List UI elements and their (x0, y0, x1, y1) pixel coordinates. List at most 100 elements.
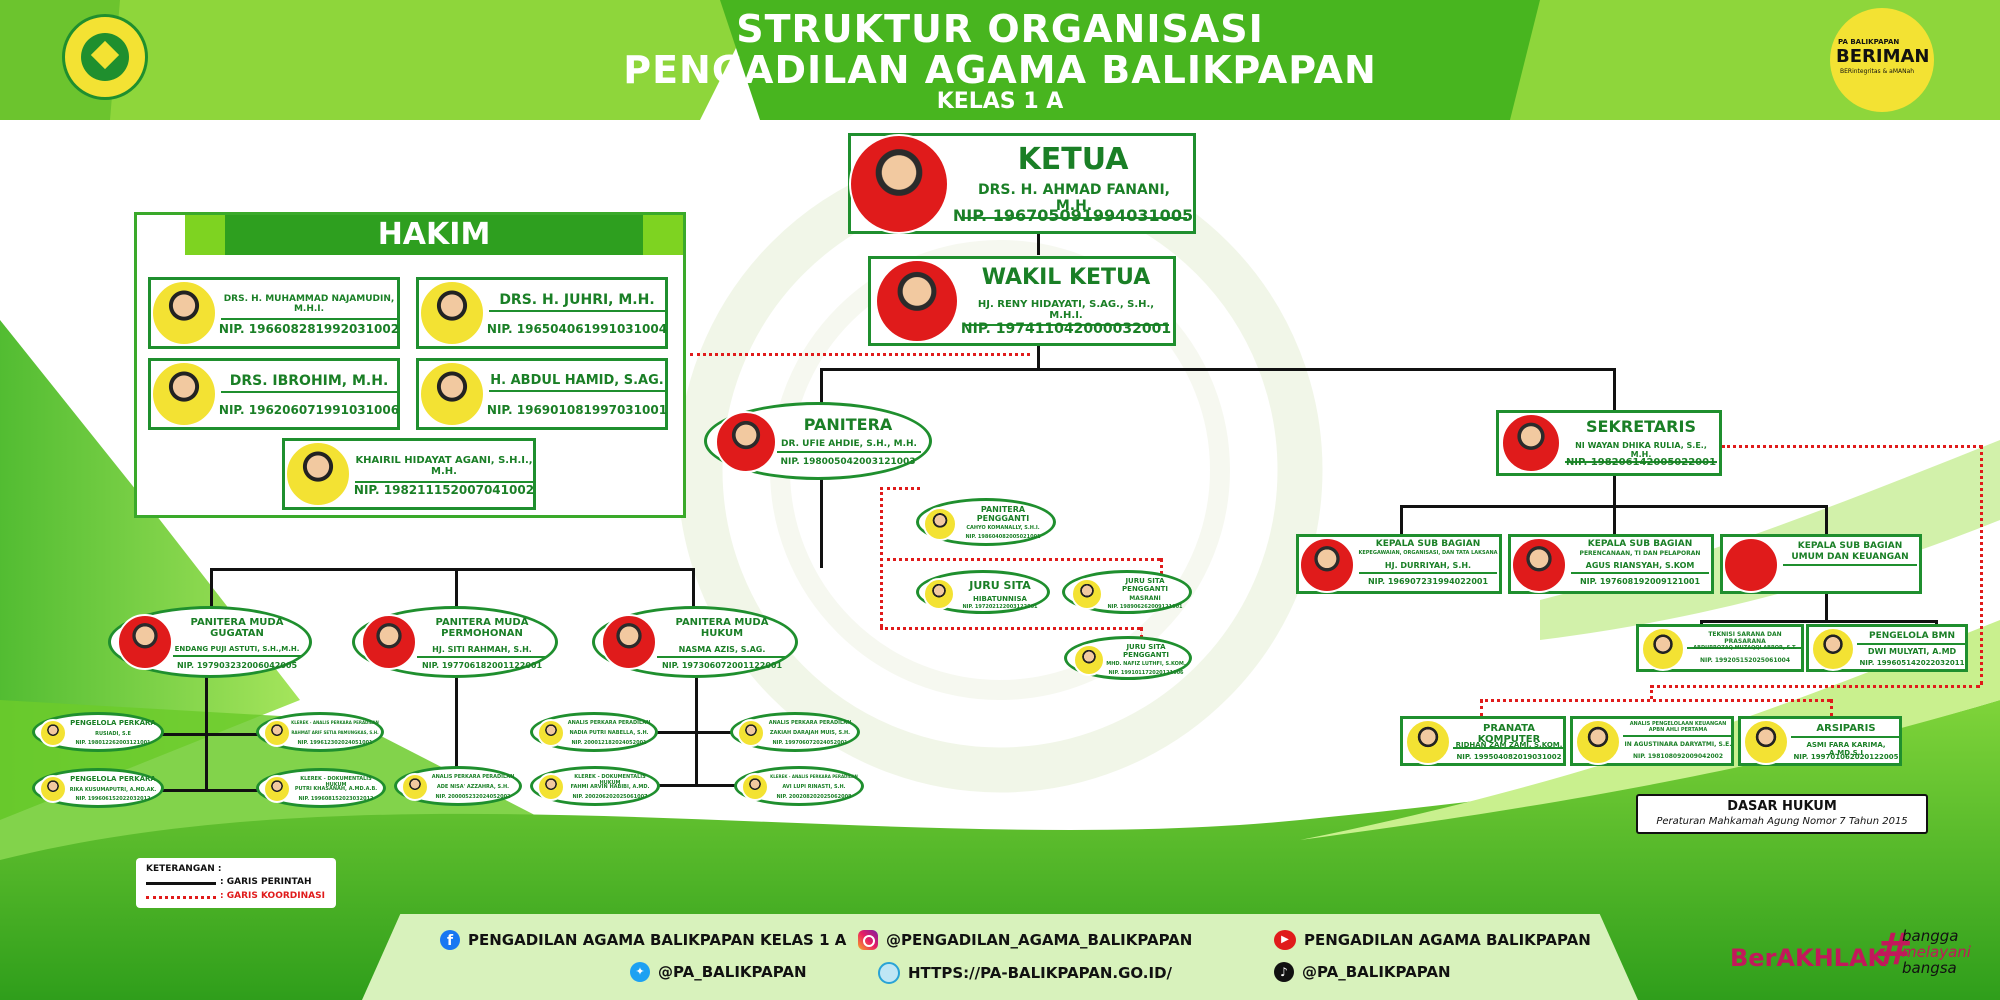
pranata-komputer-nip: NIP. 199504082019031002 (1456, 753, 1562, 761)
staff-gugatan-2-role: KLEREK - ANALIS PERKARA PERADILAN (291, 720, 379, 725)
ketua-name: DRS. H. AHMAD FANANI, M.H. (961, 182, 1187, 219)
juru-sita-role: JURU SITA (969, 579, 1031, 592)
ketua-role: KETUA (1017, 142, 1129, 177)
footer-twitter[interactable]: ✦ @PA_BALIKPAPAN (630, 962, 807, 982)
staff-permohonan-1-card: ANALIS PERKARA PERADILAN ADE NISA' AZZAH… (394, 766, 522, 806)
kasubag-kepegawaian-name: HJ. DURRIYAH, S.H. (1359, 561, 1497, 574)
twitter-label: @PA_BALIKPAPAN (658, 963, 807, 981)
staff-gugatan-4-role: KLEREK - DOKUMENTALIS HUKUM (300, 776, 372, 788)
hakim-2-name: DRS. H. JUHRI, M.H. (489, 292, 665, 312)
sekretaris-name: NI WAYAN DHIKA RULIA, S.E., M.H. (1565, 441, 1717, 463)
facebook-icon: f (440, 930, 460, 950)
hakim-card-1: DRS. H. MUHAMMAD NAJAMUDIN, M.H.I. NIP. … (148, 277, 400, 349)
footer-website[interactable]: HTTPS://PA-BALIKPAPAN.GO.ID/ (878, 962, 1172, 984)
panmud-gugatan-photo (117, 614, 173, 670)
panitera-pengganti-nip: NIP. 198604082005021001 (965, 534, 1041, 540)
arsiparis-name: ASMI FARA KARIMA, A.MD.S.I (1806, 741, 1886, 757)
berakhlak-tagline: bangga melayani bangsa (1902, 928, 1971, 976)
title-line-2: PENGADILAN AGAMA BALIKPAPAN (623, 48, 1377, 92)
wakil-ketua-nip: NIP. 197411042000032001 (960, 321, 1172, 337)
staff-hukum-2-name: ZAKIAH DARAJAH MUIS, S.H. (769, 730, 851, 736)
tiktok-icon: ♪ (1274, 962, 1294, 982)
sekretaris-card: SEKRETARIS NI WAYAN DHIKA RULIA, S.E., M… (1496, 410, 1722, 476)
hakim-4-photo (419, 361, 485, 427)
hakim-card-4: H. ABDUL HAMID, S.AG. NIP. 1969010819970… (416, 358, 668, 430)
analis-keuangan-card: ANALIS PENGELOLAAN KEUANGAN APBN AHLI PE… (1570, 716, 1734, 766)
analis-keuangan-nip: NIP. 198108092009042002 (1632, 753, 1724, 760)
juru-sita-nip: NIP. 197202122003122001 (962, 604, 1038, 610)
juru-sita-pengganti-1-name: MASRANI (1129, 595, 1161, 602)
staff-permohonan-1-role: ANALIS PERKARA PERADILAN (431, 774, 515, 780)
hakim-3-photo (151, 361, 217, 427)
staff-hukum-2-photo (737, 719, 765, 747)
staff-hukum-4-name: AVI LUPI RINASTI, S.H. (782, 784, 846, 790)
kasubag-kepegawaian-photo (1299, 537, 1355, 593)
hakim-1-nip: NIP. 196608281992031002 (218, 322, 400, 336)
instagram-icon (858, 930, 878, 950)
footer-facebook[interactable]: f PENGADILAN AGAMA BALIKPAPAN KELAS 1 A (440, 930, 846, 950)
staff-gugatan-4-nip: NIP. 199608152023032012 (298, 796, 374, 802)
panmud-hukum-photo (601, 614, 657, 670)
panmud-permohonan-name: HJ. SITI RAHMAH, S.H. (417, 645, 547, 658)
staff-hukum-2-role: ANALIS PERKARA PERADILAN (768, 720, 852, 726)
sekretaris-role: SEKRETARIS (1586, 417, 1696, 436)
staff-hukum-4-nip: NIP. 200208202025062008 (776, 794, 852, 800)
panitera-pengganti-photo (923, 507, 957, 541)
wakil-ketua-card: WAKIL KETUA HJ. RENY HIDAYATI, S.AG., S.… (868, 256, 1176, 346)
tagline-2: melayani (1902, 943, 1971, 961)
dasar-hukum-text: Peraturan Mahkamah Agung Nomor 7 Tahun 2… (1656, 816, 1908, 827)
panitera-pengganti-name: CAHYO KOMANALLY, S.H.I. (966, 525, 1040, 531)
analis-keuangan-role: ANALIS PENGELOLAAN KEUANGAN APBN AHLI PE… (1623, 721, 1733, 737)
panitera-photo (715, 411, 777, 473)
panitera-role: PANITERA (803, 415, 893, 434)
legend-solid-label: : GARIS PERINTAH (220, 877, 312, 887)
footer-youtube[interactable]: ▶ PENGADILAN AGAMA BALIKPAPAN (1274, 930, 1591, 950)
court-emblem-icon (62, 14, 148, 100)
panmud-hukum-name: NASMA AZIS, S.AG. (657, 645, 787, 658)
tiktok-label: @PA_BALIKPAPAN (1302, 963, 1451, 981)
tagline-1: bangga (1902, 927, 1959, 945)
kasubag-perencanaan-card: KEPALA SUB BAGIAN PERENCANAAN, TI DAN PE… (1508, 534, 1714, 594)
juru-sita-pengganti-1-photo (1071, 578, 1103, 610)
legend-box: KETERANGAN : : GARIS PERINTAH : GARIS KO… (136, 858, 336, 908)
staff-hukum-3-photo (537, 773, 565, 801)
juru-sita-name: HIBATUNNISA (973, 595, 1027, 603)
panmud-permohonan-card: PANITERA MUDA PERMOHONAN HJ. SITI RAHMAH… (352, 606, 558, 678)
panitera-pengganti-role: PANITERA PENGGANTI (976, 505, 1030, 523)
pengelola-bmn-role: PENGELOLA BMN (1857, 631, 1967, 645)
website-label: HTTPS://PA-BALIKPAPAN.GO.ID/ (908, 964, 1173, 982)
staff-hukum-1-photo (537, 719, 565, 747)
dasar-hukum-title: DASAR HUKUM (1727, 799, 1837, 814)
hakim-5-nip: NIP. 198211152007041002 (353, 483, 535, 497)
hakim-1-photo (151, 280, 217, 346)
juru-sita-pengganti-2-card: JURU SITA PENGGANTI MHD. NAFIZ LUTHFI, S… (1064, 636, 1192, 680)
staff-gugatan-3-role: PENGELOLA PERKARA (70, 775, 156, 783)
juru-sita-pengganti-1-card: JURU SITA PENGGANTI MASRANI NIP. 1989062… (1062, 570, 1192, 614)
footer-tiktok[interactable]: ♪ @PA_BALIKPAPAN (1274, 962, 1451, 982)
staff-hukum-1-card: ANALIS PERKARA PERADILAN NADIA PUTRI NAB… (530, 712, 658, 752)
staff-gugatan-3-card: PENGELOLA PERKARA RIKA KUSUMAPUTRI, A.MD… (32, 768, 164, 808)
kasubag-perencanaan-photo (1511, 537, 1567, 593)
teknisi-card: TEKNISI SARANA DAN PRASARANA ABDURROZAQ … (1636, 624, 1804, 672)
legend-title: KETERANGAN : (146, 864, 222, 874)
analis-keuangan-photo (1575, 719, 1621, 765)
berakhlak-logo-text: BerAKHLAK (1730, 944, 1887, 972)
teknisi-nip: NIP. 199205152025061004 (1699, 657, 1791, 664)
hashtag-icon: # (1876, 924, 1913, 975)
pranata-komputer-role: PRANATA KOMPUTER (1453, 723, 1565, 749)
staff-gugatan-3-photo (39, 775, 67, 803)
legend-solid-line (146, 882, 216, 885)
legend-dotted-line (146, 896, 216, 899)
staff-hukum-3-name: FAHMI ARVIN HABIBI, A.MD. (570, 784, 650, 790)
title-line-3: KELAS 1 A (936, 89, 1064, 114)
footer-instagram[interactable]: @PENGADILAN_AGAMA_BALIKPAPAN (858, 930, 1192, 950)
kasubag-kepegawaian-nip: NIP. 196907231994022001 (1367, 577, 1489, 586)
footer-bar (362, 914, 1638, 1000)
panmud-gugatan-name: ENDANG PUJI ASTUTI, S.H.,M.H. (173, 645, 301, 657)
panitera-pengganti-card: PANITERA PENGGANTI CAHYO KOMANALLY, S.H.… (916, 498, 1056, 546)
staff-gugatan-3-nip: NIP. 199606152022032012 (75, 796, 151, 802)
panmud-gugatan-nip: NIP. 197903232006042005 (176, 661, 298, 670)
panitera-card: PANITERA DR. UFIE AHDIE, S.H., M.H. NIP.… (704, 402, 932, 480)
staff-hukum-2-card: ANALIS PERKARA PERADILAN ZAKIAH DARAJAH … (730, 712, 860, 752)
juru-sita-pengganti-2-name: MHD. NAFIZ LUTHFI, S.KOM. (1106, 661, 1186, 667)
